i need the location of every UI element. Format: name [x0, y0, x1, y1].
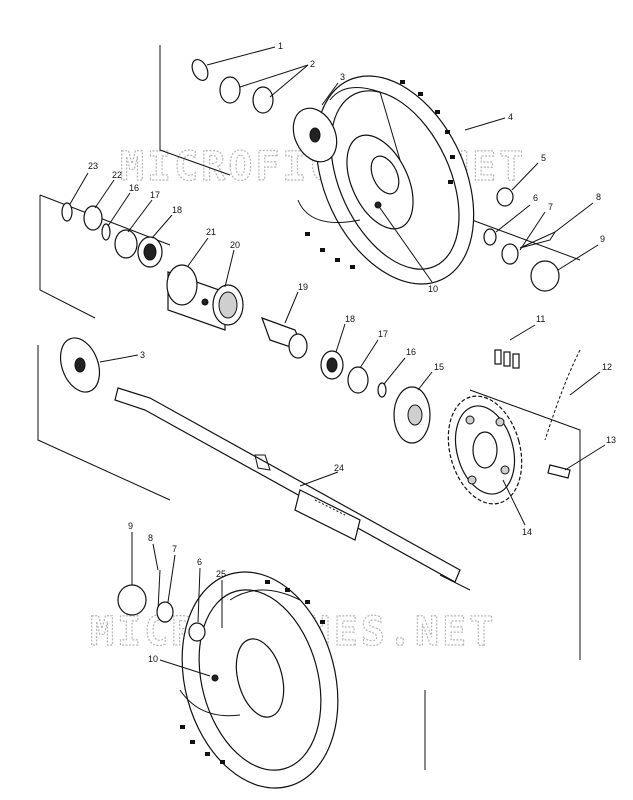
bearing-carrier-21-20	[166, 264, 244, 331]
hub-plate-lower-center	[74, 357, 86, 373]
callout-3-lower: 3	[140, 350, 145, 360]
bolt-kit-11	[494, 349, 520, 369]
callout-16-lower: 16	[406, 347, 416, 357]
hub-cap-9	[530, 260, 560, 292]
callout-20: 20	[230, 240, 240, 250]
right-frame	[469, 389, 581, 660]
callout-16-upper: 16	[129, 183, 139, 193]
castle-nut-7	[501, 243, 519, 265]
o-ring-16-upper	[101, 223, 111, 241]
seal-17-lower	[347, 366, 369, 394]
rear-wheel-lower	[179, 571, 339, 789]
callout-18-lower: 18	[345, 314, 355, 324]
castle-nut-7-lower	[156, 601, 174, 623]
leader-lines	[69, 46, 606, 677]
lug-nut-5	[496, 187, 514, 207]
callout-4: 4	[508, 112, 513, 122]
washer-6	[483, 228, 497, 246]
callout-3-upper: 3	[340, 72, 345, 82]
rear-wheel-upper	[297, 75, 475, 285]
middle-frame	[39, 195, 96, 319]
washer-1	[191, 59, 209, 81]
hub-cap-9-lower	[117, 584, 147, 616]
castle-nut-2b	[252, 86, 274, 114]
bolt-13	[547, 464, 571, 479]
callout-25: 25	[216, 569, 226, 579]
callout-24: 24	[334, 463, 344, 473]
upper-frame	[159, 45, 231, 176]
spacer-22	[83, 205, 103, 231]
callout-6-lower: 6	[197, 557, 202, 567]
callout-7-upper: 7	[548, 202, 553, 212]
callout-23: 23	[88, 161, 98, 171]
callout-9-lower: 9	[128, 521, 133, 531]
callout-18-upper: 18	[172, 205, 182, 215]
hub-plate-upper-center	[309, 127, 321, 143]
callout-22: 22	[112, 170, 122, 180]
seal-17-upper	[114, 229, 138, 259]
wheel-stud-10-upper	[374, 201, 382, 209]
callout-17-upper: 17	[150, 190, 160, 200]
callout-8-lower: 8	[148, 533, 153, 543]
wheel-stud-10-lower	[211, 674, 219, 682]
washer-6-lower	[188, 622, 206, 642]
callout-11: 11	[536, 314, 545, 324]
callout-17-lower: 17	[378, 329, 388, 339]
cotter-pin-8	[519, 230, 557, 249]
callout-2: 2	[310, 59, 315, 69]
o-ring-16-lower	[377, 382, 387, 398]
callout-21: 21	[206, 227, 216, 237]
callout-14: 14	[522, 527, 532, 537]
snap-ring-23	[61, 202, 73, 222]
callout-7-lower: 7	[172, 544, 177, 554]
sprocket-14	[447, 395, 523, 505]
callout-19: 19	[298, 282, 308, 292]
bearing-18-lower-inner	[326, 357, 338, 373]
axle-24	[114, 387, 471, 591]
cotter-pin-8-lower	[157, 569, 161, 611]
chain-12	[544, 349, 581, 441]
lower-frame	[37, 345, 171, 501]
callout-10-lower: 10	[148, 654, 158, 664]
spacer-tube-19	[260, 316, 308, 359]
callout-10-upper: 10	[428, 284, 438, 294]
callout-12: 12	[602, 362, 612, 372]
castle-nut-2a	[219, 76, 241, 104]
callout-8-upper: 8	[596, 192, 601, 202]
callout-5: 5	[541, 153, 546, 163]
callout-6-upper: 6	[533, 193, 538, 203]
sprocket-hub-15-center	[407, 404, 423, 426]
callout-15: 15	[434, 362, 444, 372]
callout-13: 13	[606, 435, 616, 445]
callout-1: 1	[278, 41, 283, 51]
callout-9-upper: 9	[600, 234, 605, 244]
bearing-18-upper-inner	[143, 243, 157, 261]
